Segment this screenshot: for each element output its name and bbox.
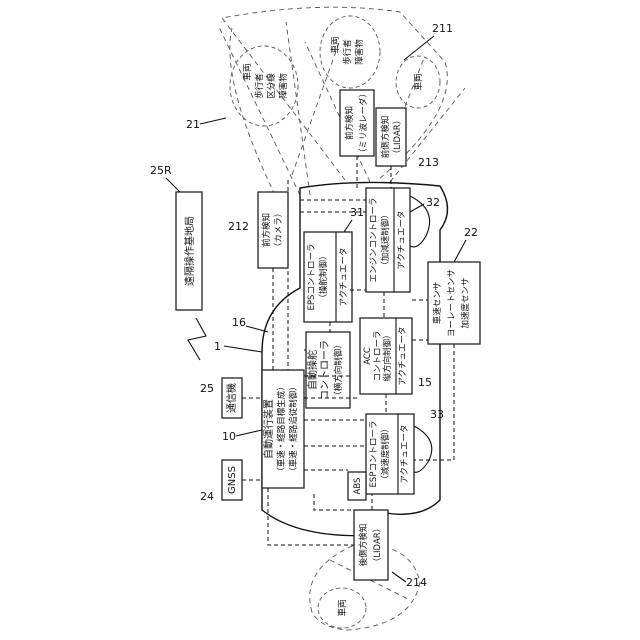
- detection-label-d: 車両: [337, 599, 348, 617]
- ref-comm: 25: [200, 382, 214, 395]
- autonomous-label-3: （車速・経路追従制御）: [288, 382, 299, 476]
- acc-label-2: コントローラ: [373, 330, 383, 381]
- esp-label-2: （減速度制御）: [380, 424, 391, 484]
- svg-text:車両: 車両: [242, 63, 253, 81]
- wireless-link-icon: [188, 318, 206, 360]
- base-station-label: 遠隔操作基地局: [183, 216, 196, 286]
- ref-esp: 33: [430, 408, 444, 421]
- ref-front-lidar: 213: [418, 156, 439, 169]
- detection-label-c: 車両: [413, 73, 424, 91]
- auto-steer-label-2: コントローラ: [319, 340, 331, 400]
- leader-vehicle-sensor: [454, 240, 466, 262]
- autonomous-label-2: （車速・経路目標生成）: [276, 382, 287, 476]
- ref-sensor-group: 1: [214, 340, 221, 353]
- leader-base-station: [166, 178, 180, 192]
- acc-label-3: 縦方向制御）: [382, 330, 393, 381]
- front-camera-label-2: （カメラ）: [273, 209, 284, 252]
- ref-engine: 32: [426, 196, 440, 209]
- ref-base-station: 25R: [150, 164, 172, 177]
- vehicle-sensor-label-1: 車速センサ: [432, 282, 443, 325]
- rear-lidar-label-1: 後側方検知: [358, 524, 369, 567]
- eps-actuator-label: アクチュエータ: [339, 247, 349, 306]
- auto-steer-label-1: 自動操舵: [306, 350, 319, 390]
- engine-label-2: （加減速制御）: [380, 210, 391, 270]
- rear-lidar-label-2: （LIDAR）: [372, 524, 383, 566]
- eps-label-2: （操舵制御）: [318, 251, 329, 302]
- leader-engine: [410, 204, 424, 212]
- svg-text:歩行者: 歩行者: [254, 73, 265, 99]
- ref-front-zone: 21: [186, 118, 200, 131]
- ref-acc: 15: [418, 376, 432, 389]
- front-lidar-label-1: 前側方検知: [380, 116, 391, 159]
- leader-autonomous: [236, 430, 262, 436]
- front-lidar-label-2: （LIDAR）: [392, 116, 403, 158]
- esp-label-1: ESPコントローラ: [369, 421, 379, 488]
- front-radar-label-1: 前方検知: [344, 106, 355, 140]
- leader-sensor-group: [224, 346, 262, 352]
- engine-label-1: エンジンコントローラ: [369, 197, 379, 282]
- engine-actuator-label: アクチュエータ: [397, 210, 407, 269]
- eps-label-1: EPSコントローラ: [307, 244, 317, 311]
- autonomous-label-1: 自動運行装置: [262, 399, 275, 459]
- svg-text:障害物: 障害物: [278, 73, 289, 99]
- front-camera-label-1: 前方検知: [261, 213, 272, 247]
- svg-text:区分線: 区分線: [266, 73, 277, 99]
- ref-vehicle-sensor: 22: [464, 226, 478, 239]
- ref-rear-lidar: 214: [406, 576, 427, 589]
- ref-autonomous: 10: [222, 430, 236, 443]
- abs-label: ABS: [353, 478, 363, 495]
- leader-front-zone: [200, 118, 226, 124]
- detection-label-b: 車両 歩行者 障害物: [330, 36, 365, 65]
- gnss-label: GNSS: [227, 466, 238, 494]
- acc-actuator-label: アクチュエータ: [398, 326, 408, 385]
- esp-feedback-loop: [414, 426, 432, 472]
- ref-front-camera: 212: [228, 220, 249, 233]
- ref-gnss: 24: [200, 490, 214, 503]
- acc-label-1: ACC: [363, 347, 373, 365]
- svg-text:歩行者: 歩行者: [342, 39, 353, 65]
- comm-label: 通信機: [225, 383, 238, 413]
- leader-eps: [344, 220, 352, 232]
- vehicle-sensor-label-2: ヨーレートセンサ: [447, 269, 457, 337]
- vehicle-sensor-label-3: 加速度センサ: [460, 277, 471, 328]
- detection-label-a: 車両 歩行者 区分線 障害物: [242, 63, 289, 99]
- leader-rear-lidar: [392, 572, 406, 582]
- svg-text:車両: 車両: [330, 36, 341, 54]
- auto-steer-label-3: （横方向制御）: [333, 340, 344, 400]
- ref-front-radar: 211: [432, 22, 453, 35]
- svg-text:障害物: 障害物: [354, 39, 365, 65]
- front-radar-label-2: （ミリ波レーダ）: [358, 89, 369, 157]
- ref-bus: 16: [232, 316, 246, 329]
- esp-actuator-label: アクチュエータ: [400, 424, 410, 483]
